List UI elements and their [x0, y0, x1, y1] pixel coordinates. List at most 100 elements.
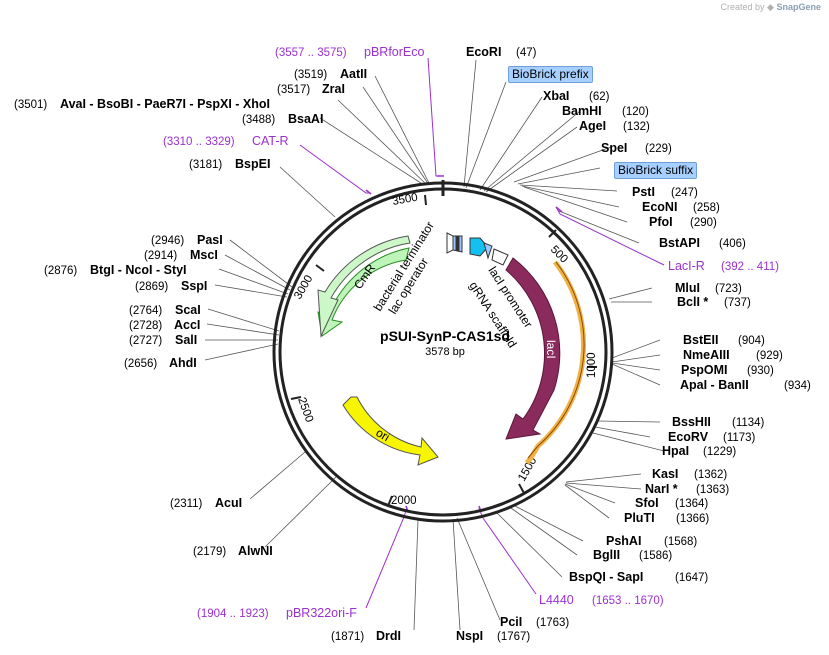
site-psti: PstI: [632, 185, 655, 199]
site-spei: SpeI: [601, 141, 627, 155]
site-bstapi: BstAPI: [659, 236, 700, 250]
site-agei: AgeI: [579, 119, 606, 133]
laci-label: lacI: [544, 340, 558, 359]
site-pshai: PshAI: [606, 534, 641, 548]
site-aatii: AatII: [340, 67, 367, 81]
site-spei-pos: (229): [645, 143, 672, 155]
plasmid-name: pSUI-SynP-CAS1sd: [380, 328, 510, 344]
site-drdi: DrdI: [376, 629, 401, 643]
small-features: [446, 232, 509, 266]
site-hpai-pos: (1229): [703, 446, 736, 458]
site-agei-pos: (132): [623, 121, 650, 133]
site-ecorv-pos: (1173): [723, 432, 756, 444]
snapgene-logo-icon: ◆: [767, 2, 774, 12]
site-kasi: KasI: [652, 467, 678, 481]
site-nspi: NspI: [456, 629, 483, 643]
site-pasi: PasI: [197, 233, 223, 247]
site-scai: ScaI: [175, 303, 201, 317]
primer-pbr322ori-range: (1904 .. 1923): [197, 608, 269, 620]
site-sali-pos: (2727): [129, 335, 162, 347]
site-bstapi-pos: (406): [719, 238, 746, 250]
primer-lacir-range: (392 .. 411): [721, 261, 779, 273]
site-sfoi: SfoI: [635, 496, 659, 510]
site-ecori: EcoRI: [466, 45, 501, 59]
site-bsshii-pos: (1134): [732, 417, 765, 429]
site-pluti-pos: (1366): [676, 513, 709, 525]
site-bsaai: BsaAI: [288, 112, 323, 126]
site-nspi-pos: (1767): [497, 631, 530, 643]
site-pcii: PciI: [500, 615, 522, 629]
site-acci: AccI: [174, 318, 200, 332]
primer-catr-range: (3310 .. 3329): [163, 136, 235, 148]
site-alwni-pos: (2179): [193, 546, 226, 558]
primer-pbr322ori: pBR322ori-F: [286, 606, 357, 620]
site-sali: SalI: [175, 333, 197, 347]
site-nari: NarI *: [645, 482, 678, 496]
site-apai: ApaI - BanII: [680, 378, 749, 392]
site-bsteii-pos: (904): [738, 335, 765, 347]
site-sfoi-pos: (1364): [675, 498, 708, 510]
site-psti-pos: (247): [671, 187, 698, 199]
site-pspomi: PspOMI: [681, 363, 728, 377]
site-alwni: AlwNI: [238, 544, 273, 558]
primer-l4440: L4440: [539, 593, 574, 607]
site-apai-pos: (934): [784, 380, 811, 392]
site-pcii-pos: (1763): [536, 617, 569, 629]
primer-l4440-range: (1653 .. 1670): [592, 595, 664, 607]
site-econi: EcoNI: [642, 200, 677, 214]
site-bamhi: BamHI: [562, 104, 602, 118]
site-bglii: BglII: [593, 548, 620, 562]
site-msci-pos: (2914): [144, 250, 177, 262]
site-msci: MscI: [190, 248, 218, 262]
sites-right: EcoRI (47) XbaI (62) BamHI (120) AgeI (1…: [456, 45, 811, 643]
site-pspomi-pos: (930): [747, 365, 774, 377]
sites-left: (1871) DrdI (2179) AlwNI (2311) AcuI (26…: [14, 67, 401, 643]
site-kasi-pos: (1362): [694, 469, 727, 481]
ori-arrow: [342, 396, 439, 466]
biobrick-suffix-label: BioBrick suffix: [614, 162, 698, 179]
primer-pbrforeco-range: (3557 .. 3575): [275, 47, 347, 59]
tick-2500: 2500: [295, 396, 315, 424]
site-sspi-pos: (2869): [135, 281, 168, 293]
site-pluti: PluTI: [624, 511, 655, 525]
tick-1000: 1000: [586, 352, 598, 378]
site-pasi-pos: (2946): [151, 235, 184, 247]
site-ahdi-pos: (2656): [124, 358, 157, 370]
site-scai-pos: (2764): [129, 305, 162, 317]
primer-labels: (3557 .. 3575) pBRforEco (3310 .. 3329) …: [163, 45, 779, 620]
site-aatii-pos: (3519): [294, 69, 327, 81]
site-ahdi: AhdI: [169, 356, 197, 370]
site-zrai-pos: (3517): [277, 84, 310, 96]
site-bsteii: BstEII: [683, 333, 718, 347]
site-pfoi-pos: (290): [690, 217, 717, 229]
site-pshai-pos: (1568): [664, 536, 697, 548]
site-ecorv: EcoRV: [668, 430, 709, 444]
site-acui-pos: (2311): [170, 498, 203, 510]
site-nmeaiii-pos: (929): [756, 350, 783, 362]
site-avai: AvaI - BsoBI - PaeR7I - PspXI - XhoI: [60, 97, 270, 111]
site-bspqi: BspQI - SapI: [569, 570, 643, 584]
laci-primer-arc-inner: [527, 261, 585, 459]
site-xbai-pos: (62): [589, 91, 610, 103]
snapgene-credit: Created by ◆ SnapGene: [721, 2, 822, 13]
site-drdi-pos: (1871): [331, 631, 364, 643]
site-bglii-pos: (1586): [639, 550, 672, 562]
site-sspi: SspI: [181, 279, 207, 293]
site-acci-pos: (2728): [129, 320, 162, 332]
cmr-arrow: [317, 247, 410, 337]
laci-gene: [505, 257, 561, 440]
tick-3000: 3000: [292, 273, 315, 301]
tick-3500: 3500: [391, 192, 418, 208]
ori-label: ori: [374, 425, 393, 444]
site-bcli-pos: (737): [724, 297, 751, 309]
site-zrai: ZraI: [322, 82, 345, 96]
credit-prefix: Created by: [720, 2, 765, 12]
site-bspei: BspEI: [235, 157, 270, 171]
tick-marks: [290, 194, 597, 507]
site-nari-pos: (1363): [696, 484, 729, 496]
site-pfoi: PfoI: [649, 215, 673, 229]
site-bsaai-pos: (3488): [242, 114, 275, 126]
site-bcli: BclI *: [677, 295, 708, 309]
site-mlui: MluI: [675, 281, 700, 295]
primer-catr: CAT-R: [252, 134, 289, 148]
